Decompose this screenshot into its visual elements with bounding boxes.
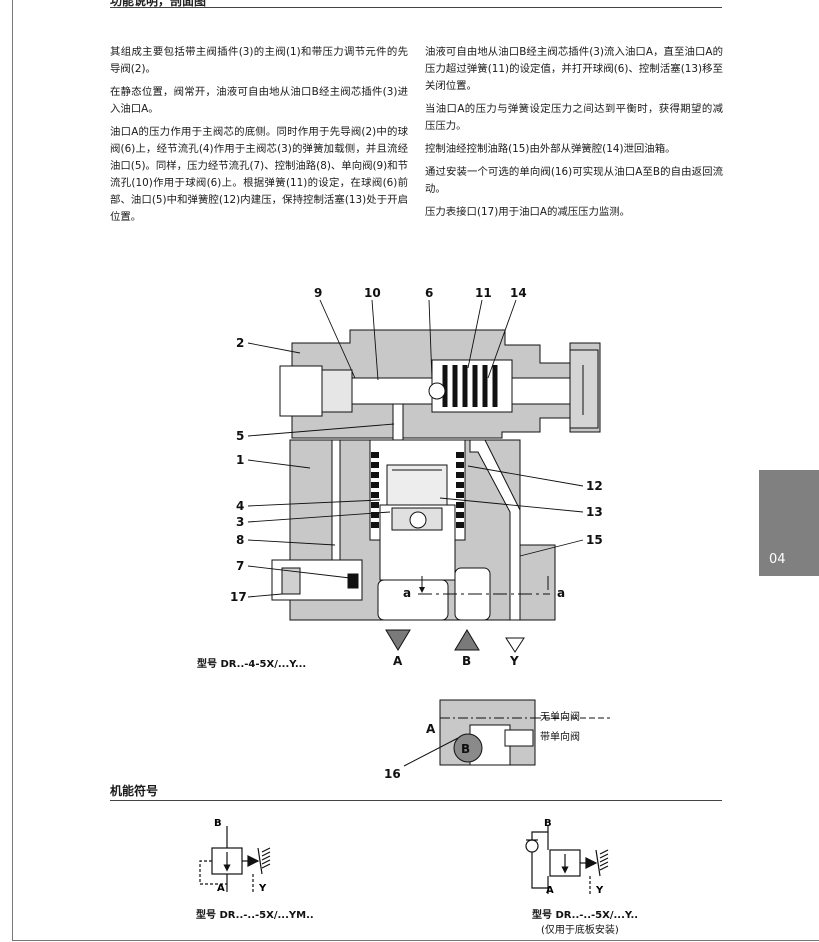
chapter-tab-label: 04 — [769, 552, 786, 567]
port-A-arrow — [385, 629, 411, 651]
sym-right-B: B — [544, 818, 552, 829]
control-piston — [386, 464, 448, 506]
chapter-tab: 04 — [759, 470, 819, 576]
adjust-screw — [511, 377, 573, 405]
paragraph: 油液可自由地从油口B经主阀芯插件(3)流入油口A，直至油口A的压力超过弹簧(11… — [425, 46, 723, 92]
leader-lines — [247, 299, 584, 598]
pilot-bore — [351, 377, 435, 405]
text-column-left: 其组成主要包括带主阀插件(3)的主阀(1)和带压力调节元件的先导阀(2)。 在静… — [110, 44, 408, 232]
paragraph: 在静态位置，阀常开，油液可自由地从油口B经主阀芯插件(3)进入油口A。 — [110, 86, 408, 115]
symbol-left — [199, 826, 271, 892]
paragraph: 压力表接口(17)用于油口A的减压压力监测。 — [425, 206, 631, 218]
symbols-rule — [110, 800, 722, 801]
port-Y-label: Y — [509, 654, 519, 668]
header-title: 功能说明，剖面图 — [110, 0, 207, 8]
check-valve-inset — [403, 699, 610, 767]
callout-6: 6 — [425, 286, 433, 300]
inset-label-B: B — [461, 742, 470, 756]
callout-7: 7 — [236, 559, 244, 573]
paragraph: 当油口A的压力与弹簧设定压力之间达到平衡时，获得期望的减压压力。 — [425, 103, 723, 132]
control-line-15 — [469, 439, 521, 621]
callout-10: 10 — [364, 286, 381, 300]
callout-14: 14 — [510, 286, 527, 300]
sym-right-Y: Y — [595, 885, 604, 896]
control-line-8 — [331, 439, 341, 571]
paragraph: 通过安装一个可选的单向阀(16)可实现从油口A至B的自由返回流动。 — [425, 166, 723, 195]
callout-8: 8 — [236, 533, 244, 547]
callout-16: 16 — [384, 767, 401, 781]
text-column-right: 油液可自由地从油口B经主阀芯插件(3)流入油口A，直至油口A的压力超过弹簧(11… — [425, 44, 723, 227]
callout-4: 4 — [236, 499, 244, 513]
paragraph: 其组成主要包括带主阀插件(3)的主阀(1)和带压力调节元件的先导阀(2)。 — [110, 46, 408, 75]
symbols-heading: 机能符号 — [110, 784, 159, 798]
inset-note-without: 无单向阀 — [540, 712, 580, 723]
section-mark-a-left: a — [403, 586, 411, 600]
callout-5: 5 — [236, 429, 244, 443]
callout-1: 1 — [236, 453, 244, 467]
section-type-label: 型号 DR..-4-5X/...Y... — [197, 659, 307, 670]
callout-3: 3 — [236, 515, 244, 529]
port-B-label: B — [462, 654, 471, 668]
callout-17: 17 — [230, 590, 247, 604]
inset-note-with: 带单向阀 — [540, 732, 580, 743]
callout-13: 13 — [586, 505, 603, 519]
sym-left-B: B — [214, 818, 222, 829]
sym-left-Y: Y — [258, 883, 267, 894]
callout-2: 2 — [236, 336, 244, 350]
callout-15: 15 — [586, 533, 603, 547]
sym-right-A: A — [546, 885, 554, 896]
sym-right-caption-1: 型号 DR..-..-5X/...Y.. — [532, 910, 639, 921]
top-rule — [110, 7, 722, 8]
sym-right-caption-2: (仅用于底板安装) — [541, 925, 619, 936]
pilot-spring — [442, 365, 498, 407]
callout-11: 11 — [475, 286, 492, 300]
paragraph: 油口A的压力作用于主阀芯的底侧。同时作用于先导阀(2)中的球阀(6)上，经节流孔… — [110, 126, 408, 223]
callout-12: 12 — [586, 479, 603, 493]
valve-section — [271, 329, 601, 621]
inset-label-A: A — [426, 722, 436, 736]
sym-left-A: A — [217, 883, 225, 894]
sym-left-caption: 型号 DR..-..-5X/...YM.. — [196, 910, 314, 921]
pilot-left-plug — [279, 365, 323, 417]
port-B-arrow — [454, 629, 480, 651]
section-mark-a-right: a — [557, 586, 565, 600]
callout-9: 9 — [314, 286, 322, 300]
paragraph: 控制油经控制油路(15)由外部从弹簧腔(14)泄回油箱。 — [425, 143, 676, 155]
check-ball — [453, 733, 483, 763]
port-Y-arrow — [505, 637, 525, 653]
ball-valve — [428, 382, 446, 400]
page-frame — [12, 0, 819, 941]
port-A-label: A — [393, 654, 403, 668]
symbol-right — [525, 826, 609, 894]
port-cavity-a — [377, 579, 449, 621]
main-spring — [371, 452, 464, 530]
channel-5 — [392, 403, 404, 441]
